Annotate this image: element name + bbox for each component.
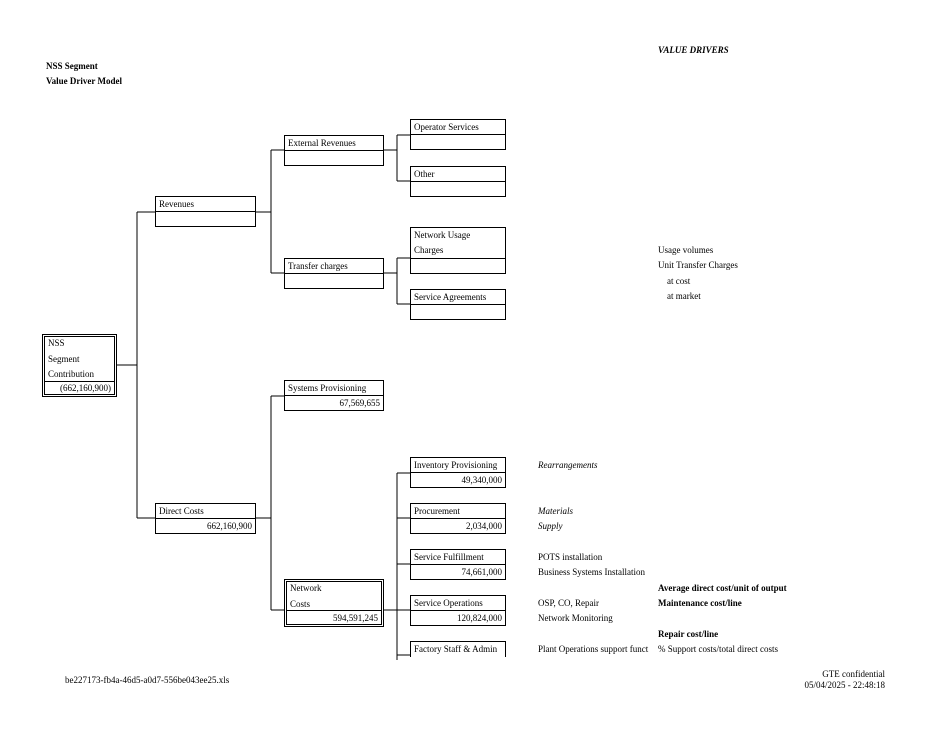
footer-timestamp: 05/04/2025 - 22:48:18 bbox=[804, 680, 886, 690]
node-service-fulfillment: Service Fulfillment 74,661,000 bbox=[410, 549, 506, 580]
node-divider bbox=[411, 518, 505, 519]
node-network-costs: Network Costs 594,591,245 bbox=[284, 579, 384, 627]
node-label: Operator Services bbox=[414, 122, 479, 132]
node-divider bbox=[411, 134, 505, 135]
node-operator-services: Operator Services bbox=[410, 119, 506, 150]
node-divider bbox=[45, 381, 114, 382]
node-label: Service Agreements bbox=[414, 292, 487, 302]
node-divider bbox=[285, 273, 383, 274]
node-divider bbox=[411, 258, 505, 259]
node-value: 120,824,000 bbox=[457, 613, 502, 623]
node-value: (662,160,900) bbox=[60, 383, 111, 393]
driver-support-costs: % Support costs/total direct costs bbox=[658, 644, 778, 654]
node-inventory-provisioning: Inventory Provisioning 49,340,000 bbox=[410, 457, 506, 488]
driver-at-market: at market bbox=[667, 291, 701, 301]
node-value: 594,591,245 bbox=[333, 613, 378, 623]
node-label-line: Segment bbox=[48, 354, 80, 364]
node-value: 2,034,000 bbox=[466, 521, 502, 531]
page-subtitle: Value Driver Model bbox=[46, 76, 122, 86]
footer-confidential: GTE confidential bbox=[822, 669, 885, 679]
node-label-line: NSS bbox=[48, 338, 65, 348]
node-label: Systems Provisioning bbox=[288, 383, 367, 393]
node-divider bbox=[285, 395, 383, 396]
node-label: Procurement bbox=[414, 506, 460, 516]
driver-rearrangements: Rearrangements bbox=[538, 460, 598, 470]
node-divider bbox=[411, 564, 505, 565]
node-label-line: Network bbox=[290, 583, 322, 593]
value-drivers-heading: VALUE DRIVERS bbox=[658, 45, 729, 55]
driver-pots-installation: POTS installation bbox=[538, 552, 603, 562]
node-procurement: Procurement 2,034,000 bbox=[410, 503, 506, 534]
node-service-operations: Service Operations 120,824,000 bbox=[410, 595, 506, 626]
driver-network-monitoring: Network Monitoring bbox=[538, 613, 613, 623]
node-label: Service Fulfillment bbox=[414, 552, 484, 562]
node-label: Service Operations bbox=[414, 598, 483, 608]
node-label: Transfer charges bbox=[288, 261, 348, 271]
node-revenues: Revenues bbox=[155, 196, 256, 227]
node-label: Direct Costs bbox=[159, 506, 204, 516]
node-nss-segment-contribution: NSS Segment Contribution (662,160,900) bbox=[42, 334, 117, 397]
driver-supply: Supply bbox=[538, 521, 563, 531]
driver-at-cost: at cost bbox=[667, 276, 691, 286]
driver-repair-cost: Repair cost/line bbox=[658, 629, 719, 639]
node-value: 662,160,900 bbox=[207, 521, 252, 531]
node-divider bbox=[411, 610, 505, 611]
node-label-line: Network Usage bbox=[414, 230, 471, 240]
node-divider bbox=[156, 518, 255, 519]
node-divider bbox=[285, 150, 383, 151]
node-divider bbox=[156, 211, 255, 212]
driver-materials: Materials bbox=[538, 506, 573, 516]
driver-business-systems-installation: Business Systems Installation bbox=[538, 567, 646, 577]
node-value: 49,340,000 bbox=[461, 475, 503, 485]
node-external-revenues: External Revenues bbox=[284, 135, 384, 166]
driver-osp-co-repair: OSP, CO, Repair bbox=[538, 598, 600, 608]
node-network-usage-charges: Network Usage Charges bbox=[410, 227, 506, 274]
node-other: Other bbox=[410, 166, 506, 197]
node-value: 74,661,000 bbox=[461, 567, 503, 577]
node-transfer-charges: Transfer charges bbox=[284, 258, 384, 289]
node-label: External Revenues bbox=[288, 138, 356, 148]
node-divider bbox=[411, 181, 505, 182]
footer-filename: be227173-fb4a-46d5-a0d7-556be043ee25.xls bbox=[65, 675, 230, 685]
node-divider bbox=[411, 472, 505, 473]
page-title: NSS Segment bbox=[46, 61, 98, 71]
node-label: Factory Staff & Admin bbox=[414, 644, 498, 654]
driver-usage-volumes: Usage volumes bbox=[658, 245, 714, 255]
node-label-line: Charges bbox=[414, 245, 444, 255]
node-label: Revenues bbox=[159, 199, 194, 209]
driver-unit-transfer-charges: Unit Transfer Charges bbox=[658, 260, 738, 270]
node-label-line: Contribution bbox=[48, 369, 95, 379]
node-factory-staff-admin: Factory Staff & Admin bbox=[410, 641, 506, 657]
node-label-line: Costs bbox=[290, 599, 311, 609]
node-label: Other bbox=[414, 169, 435, 179]
node-divider bbox=[411, 304, 505, 305]
node-divider bbox=[287, 610, 381, 611]
node-direct-costs: Direct Costs 662,160,900 bbox=[155, 503, 256, 534]
node-value: 67,569,655 bbox=[339, 398, 381, 408]
driver-plant-operations: Plant Operations support funct bbox=[538, 644, 649, 654]
driver-average-direct-cost: Average direct cost/unit of output bbox=[658, 583, 787, 593]
node-label: Inventory Provisioning bbox=[414, 460, 498, 470]
node-systems-provisioning: Systems Provisioning 67,569,655 bbox=[284, 380, 384, 411]
driver-maintenance-cost: Maintenance cost/line bbox=[658, 598, 742, 608]
node-service-agreements: Service Agreements bbox=[410, 289, 506, 320]
